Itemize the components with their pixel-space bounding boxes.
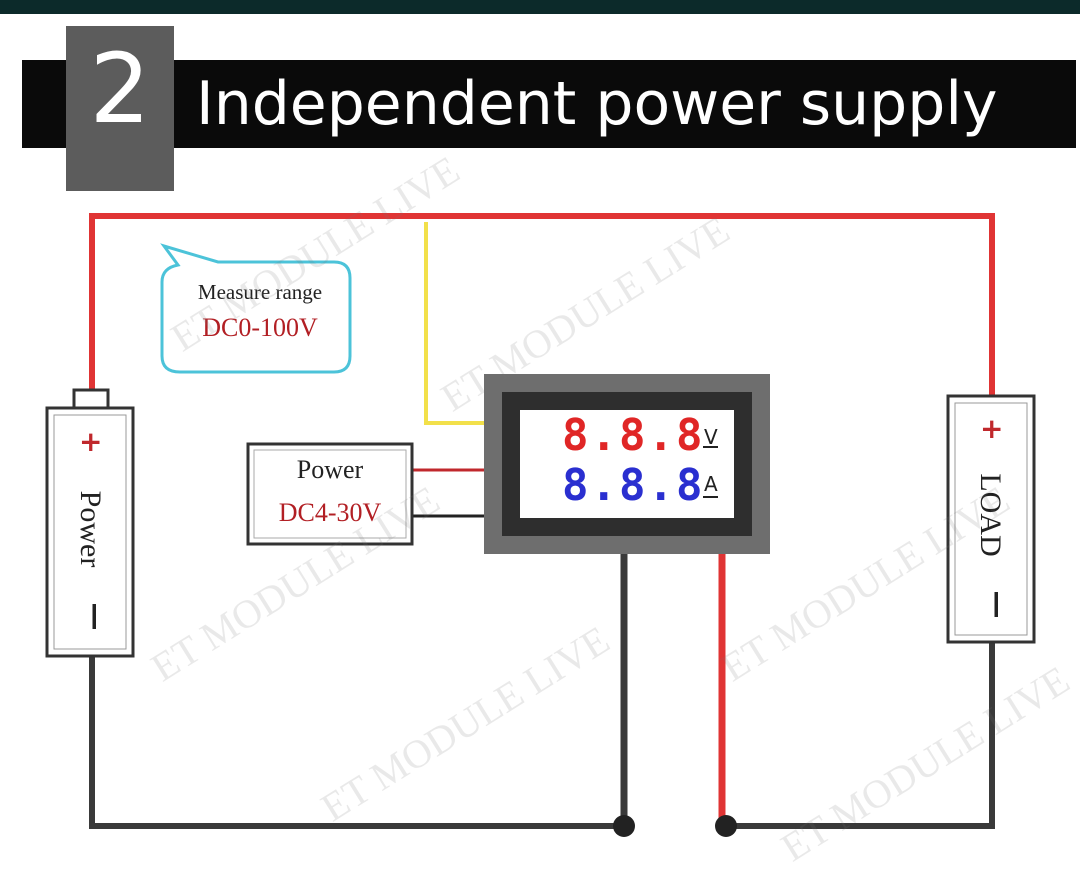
power-label: Power [296,455,364,484]
page-title: Independent power supply [196,69,998,139]
red-wire-top [89,213,995,396]
measure-range-value: DC0-100V [202,313,318,342]
current-unit: A [704,472,718,496]
yellow-wire [424,222,484,425]
top-status-bar [0,0,1080,14]
black-wire-bottom-left [89,656,624,829]
left-minus-sign: — [79,602,113,631]
title-banner [22,60,1076,148]
battery-left-body [45,406,135,658]
current-display: 8.8.8 [562,460,705,511]
voltage-unit: V [704,425,718,449]
measure-range-label: Measure range [197,280,323,304]
right-minus-sign: — [981,590,1015,619]
left-power-label: Power [74,490,107,568]
step-number: 2 [89,33,151,145]
right-plus-sign: + [980,412,1004,445]
right-load-label: LOAD [974,473,1007,557]
step-number-box [66,26,174,191]
left-plus-sign: + [79,425,103,458]
meter-screen [520,410,734,518]
junction-dot-left [613,815,635,837]
load-body [946,394,1036,644]
callout-measure-bubble [160,243,352,374]
power-supply-box [246,442,414,546]
power-value: DC4-30V [278,498,382,527]
junction-dot-right [715,815,737,837]
black-wire-bottom-right [726,642,995,829]
voltage-display: 8.8.8 [562,410,705,461]
